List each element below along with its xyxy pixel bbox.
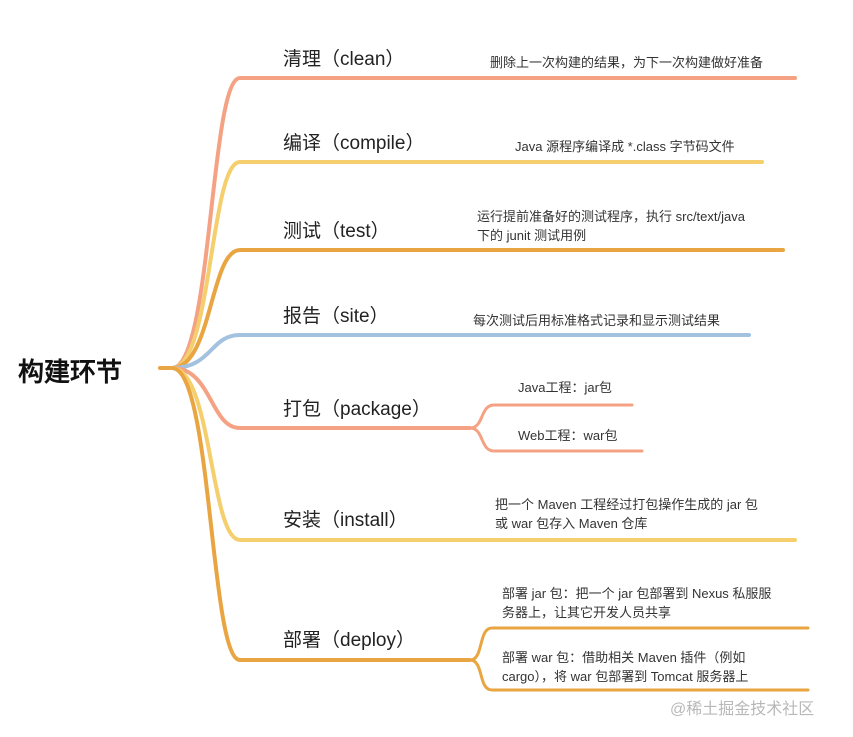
leaf-connector-6-1 <box>468 658 810 692</box>
leaf-text-6-1: 部署 war 包：借助相关 Maven 插件（例如 cargo），将 war 包部… <box>502 648 748 686</box>
leaf-text-6-0: 部署 jar 包：把一个 jar 包部署到 Nexus 私服服务器上，让其它开发… <box>502 584 771 622</box>
branch-connector-1 <box>170 160 764 370</box>
leaf-line-6-0-1: 务器上，让其它开发人员共享 <box>502 605 672 620</box>
leaf-connector-4-1 <box>468 426 644 453</box>
leaf-connector-4-0 <box>468 403 634 430</box>
branch-label-2: 测试（test） <box>283 221 390 242</box>
leaf-text-1-0: Java 源程序编译成 *.class 字节码文件 <box>515 137 735 156</box>
leaf-line-2-0-0: 运行提前准备好的测试程序，执行 src/text/java <box>477 209 745 224</box>
leaf-line-6-1-0: 部署 war 包：借助相关 Maven 插件（例如 <box>502 650 746 665</box>
branch-connector-6 <box>170 366 472 662</box>
branch-connector-4 <box>170 366 472 430</box>
leaf-text-2-0: 运行提前准备好的测试程序，执行 src/text/java 下的 junit 测试… <box>477 207 745 245</box>
branch-label-5: 安装（install） <box>283 510 408 531</box>
leaf-line-6-0-0: 部署 jar 包：把一个 jar 包部署到 Nexus 私服服 <box>502 586 772 601</box>
leaf-text-0-0: 删除上一次构建的结果，为下一次构建做好准备 <box>490 53 763 72</box>
watermark: @稀土掘金技术社区 <box>670 701 815 718</box>
leaf-line-4-0-0: Java工程：jar包 <box>518 380 612 395</box>
leaf-text-3-0: 每次测试后用标准格式记录和显示测试结果 <box>473 311 720 330</box>
leaf-text-4-0: Java工程：jar包 <box>518 378 612 397</box>
leaf-line-6-1-1: cargo），将 war 包部署到 Tomcat 服务器上 <box>502 669 749 684</box>
branch-connector-5 <box>170 366 797 542</box>
leaf-connector-6-0 <box>468 626 810 662</box>
branch-connector-0 <box>170 76 797 370</box>
root-node-label: 构建环节 <box>18 357 123 387</box>
leaf-text-4-1: Web工程：war包 <box>518 426 617 445</box>
branch-connector-3 <box>170 333 751 370</box>
leaf-line-5-0-1: 或 war 包存入 Maven 仓库 <box>495 516 648 531</box>
leaf-text-5-0: 把一个 Maven 工程经过打包操作生成的 jar 包或 war 包存入 Mav… <box>495 495 758 533</box>
branch-label-0: 清理（clean） <box>283 49 405 70</box>
branch-connector-2 <box>170 248 785 370</box>
branch-label-3: 报告（site） <box>283 306 389 327</box>
leaf-line-1-0-0: Java 源程序编译成 *.class 字节码文件 <box>515 139 735 154</box>
leaf-line-2-0-1: 下的 junit 测试用例 <box>477 228 587 243</box>
leaf-line-0-0-0: 删除上一次构建的结果，为下一次构建做好准备 <box>490 55 764 70</box>
leaf-line-5-0-0: 把一个 Maven 工程经过打包操作生成的 jar 包 <box>495 497 758 512</box>
leaf-line-3-0-0: 每次测试后用标准格式记录和显示测试结果 <box>473 313 721 328</box>
branch-label-4: 打包（package） <box>283 399 431 420</box>
leaf-line-4-1-0: Web工程：war包 <box>518 428 618 443</box>
branch-label-1: 编译（compile） <box>283 133 425 154</box>
branch-label-6: 部署（deploy） <box>283 630 415 651</box>
